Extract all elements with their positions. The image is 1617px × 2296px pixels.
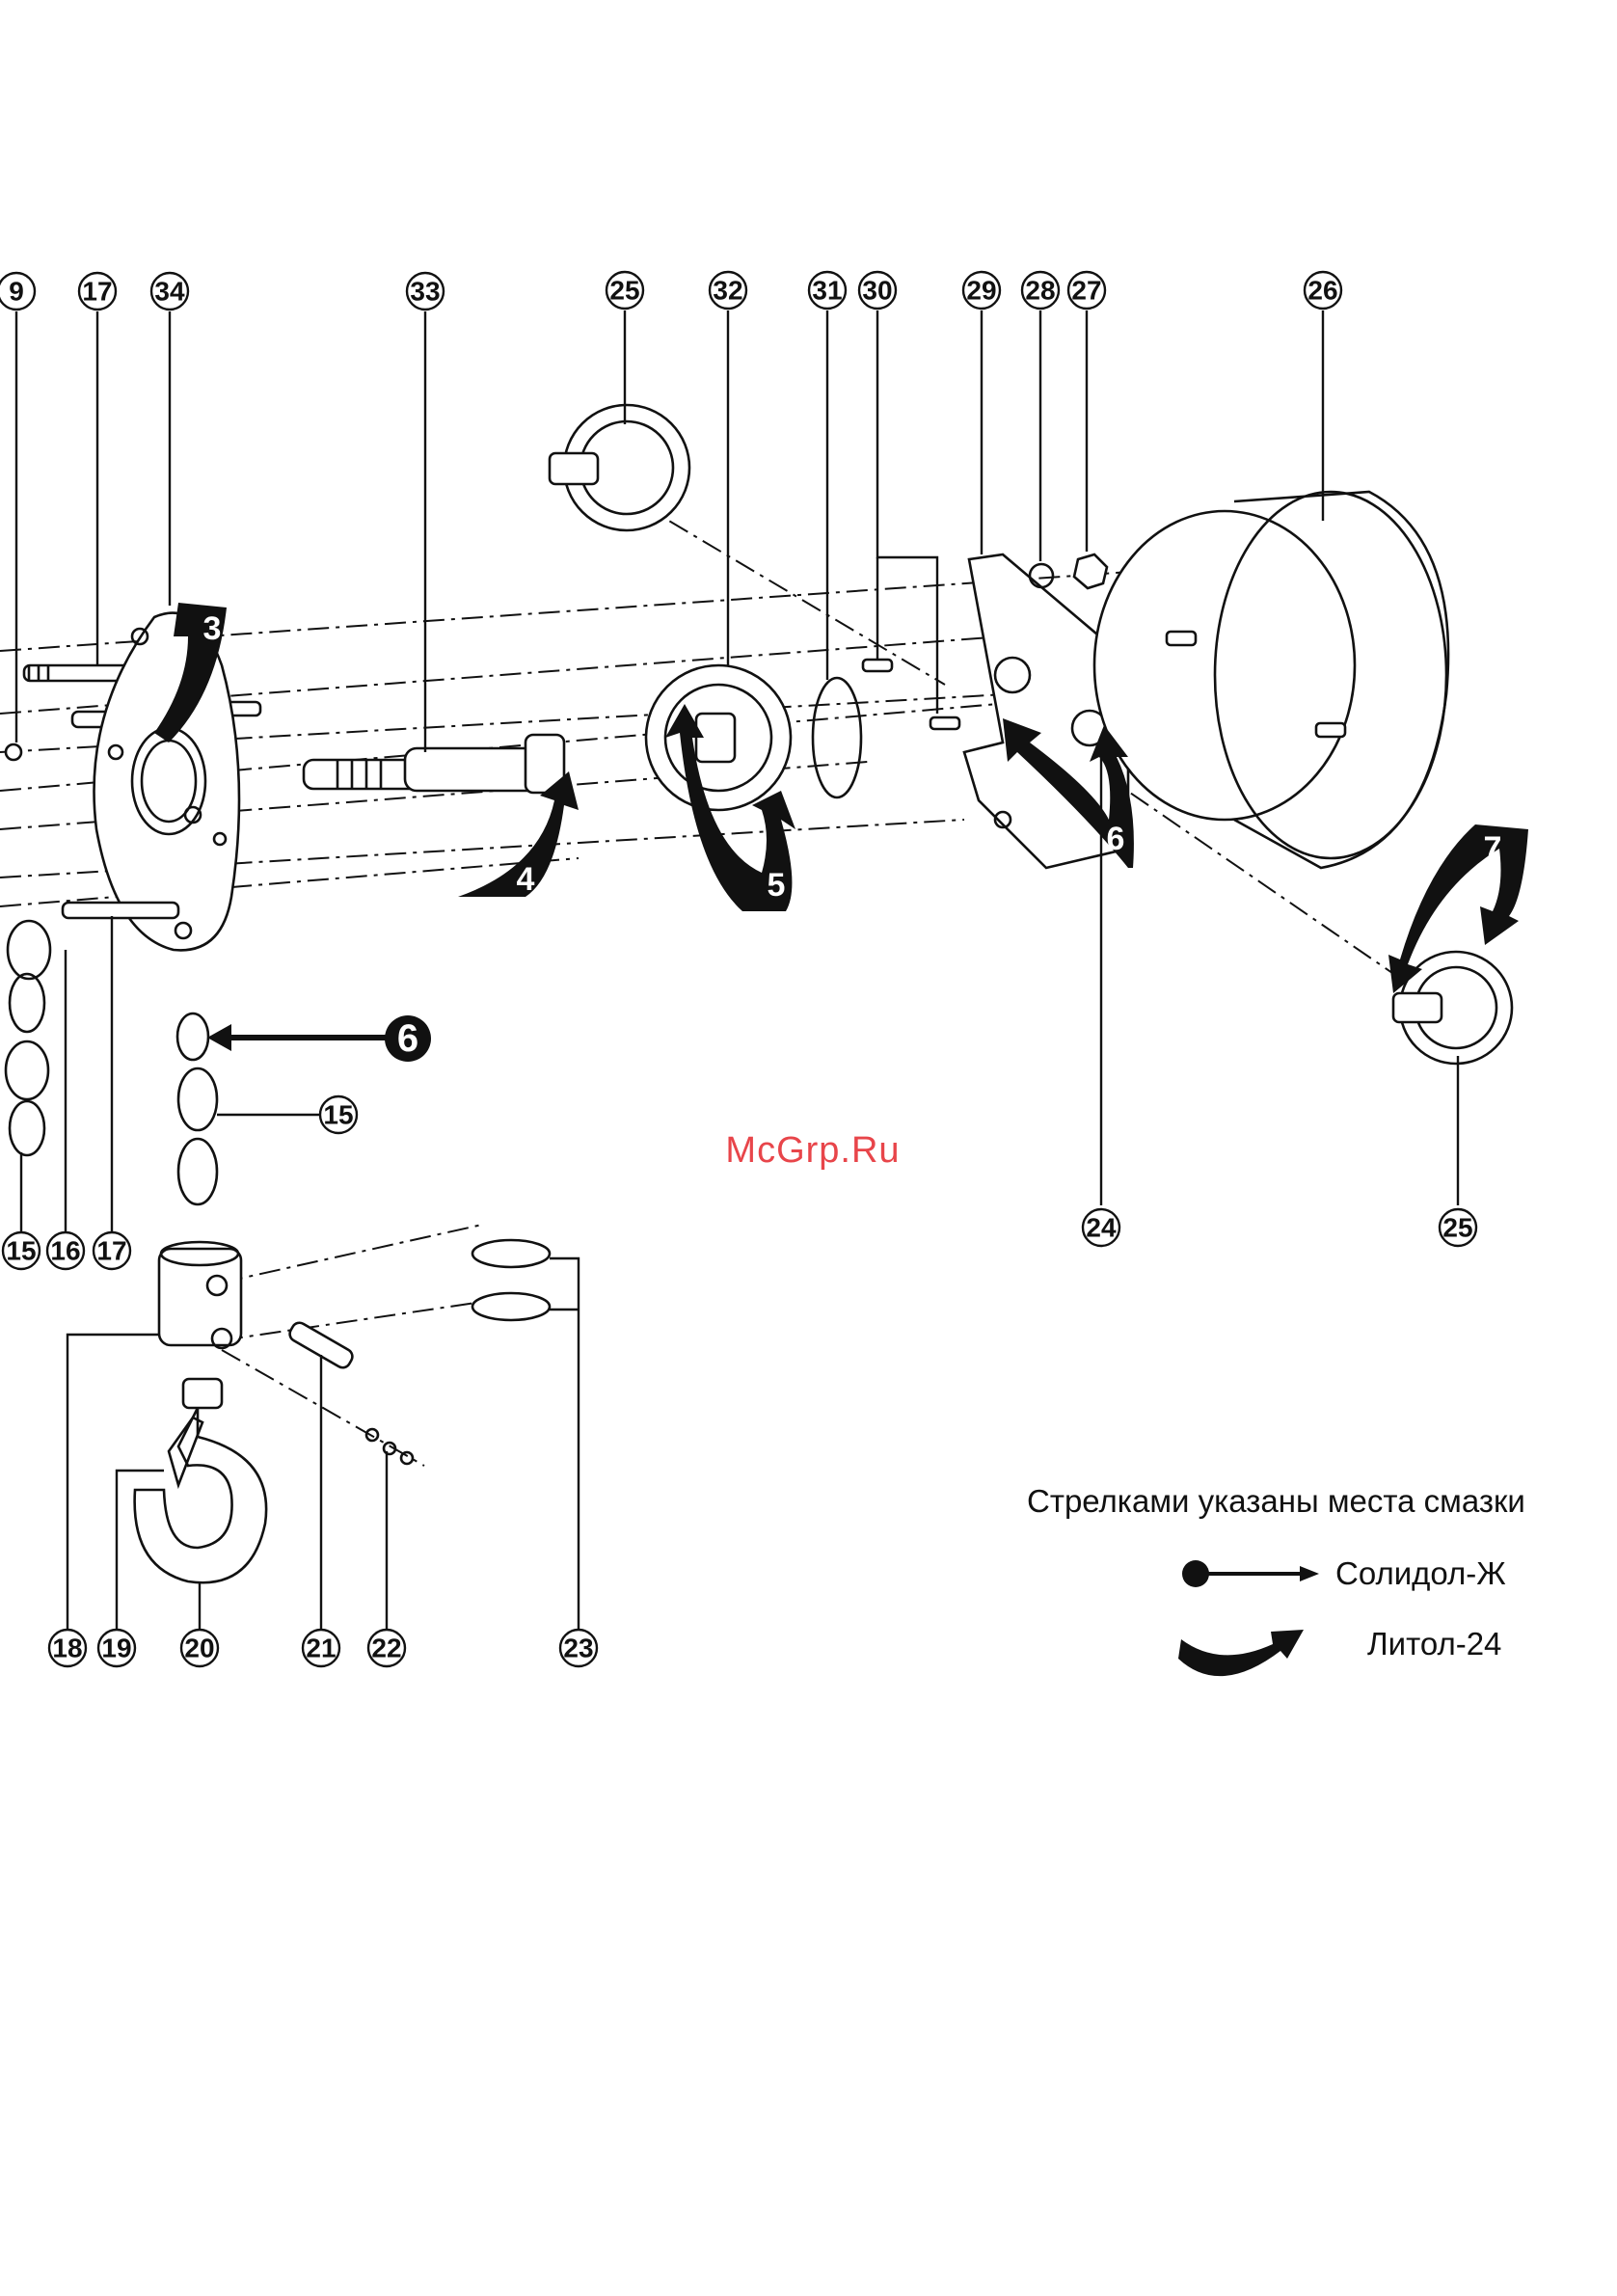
callout-15-mid: 15 <box>320 1096 357 1133</box>
watermark: McGrp.Ru <box>725 1130 900 1171</box>
callout-34: 34 <box>151 273 188 310</box>
callout-text: 24 <box>1086 1213 1117 1243</box>
curved-arrow-icon <box>1178 1630 1304 1676</box>
callout-24: 24 <box>1083 1209 1119 1246</box>
pin-30a <box>863 660 892 671</box>
lube-legend: Стрелками указаны места смазки Солидол-Ж… <box>1027 1483 1525 1676</box>
washer-28 <box>1030 564 1053 587</box>
callout-text: 9 <box>9 277 24 307</box>
callout-text: 25 <box>1442 1213 1472 1243</box>
callout-19: 19 <box>98 1630 135 1666</box>
callout-text: 28 <box>1025 276 1055 306</box>
callout-text: 19 <box>101 1634 131 1663</box>
gear-32 <box>646 665 791 810</box>
side-plate-34 <box>94 613 240 951</box>
callout-32: 32 <box>710 272 746 309</box>
legend-grease-litol: Литол-24 <box>1178 1626 1501 1676</box>
callout-text: 15 <box>323 1100 353 1130</box>
ring-9 <box>6 744 21 760</box>
legend-title: Стрелками указаны места смазки <box>1027 1483 1525 1519</box>
legend-grease-solid-label: Солидол-Ж <box>1335 1555 1506 1591</box>
callout-text: 27 <box>1071 276 1101 306</box>
callout-text: 32 <box>713 276 742 306</box>
bolt-17-lower <box>63 903 178 918</box>
callout-text: 25 <box>609 276 639 306</box>
callout-33: 33 <box>407 273 444 310</box>
callout-18: 18 <box>49 1630 86 1666</box>
callout-17-top: 17 <box>79 273 116 310</box>
callout-26: 26 <box>1305 272 1341 309</box>
callout-text: 26 <box>1307 276 1337 306</box>
callout-text: 18 <box>52 1634 82 1663</box>
callout-23: 23 <box>560 1630 597 1666</box>
callout-17-bottom: 17 <box>94 1232 130 1269</box>
drum-26 <box>1094 492 1448 868</box>
callout-text: 22 <box>371 1634 401 1663</box>
callout-31: 31 <box>809 272 846 309</box>
callout-text: 21 <box>306 1634 336 1663</box>
callout-22: 22 <box>368 1630 405 1666</box>
grease-dot-icon <box>1182 1560 1209 1587</box>
callout-text: 30 <box>862 276 892 306</box>
shaft-33 <box>304 735 564 793</box>
lube-number: 7 <box>1484 830 1502 867</box>
callout-9-top: 9 <box>0 273 35 310</box>
lube-number: 4 <box>517 861 535 898</box>
lube-number: 5 <box>768 867 786 904</box>
callout-27: 27 <box>1068 272 1105 309</box>
pin-30b <box>930 717 959 729</box>
arrow-right-icon <box>1300 1566 1319 1581</box>
callout-25-right: 25 <box>1440 1209 1476 1246</box>
callout-text: 20 <box>184 1634 214 1663</box>
snap-ring-31 <box>813 678 861 797</box>
callout-text: 29 <box>966 276 996 306</box>
parts-drawing <box>6 405 1512 1582</box>
chain-15-middle <box>177 1013 217 1204</box>
callout-text: 17 <box>96 1236 126 1266</box>
grease-point-b: 6 <box>207 1015 431 1062</box>
chain-15-left <box>6 921 50 1155</box>
hook-block-18 <box>159 1242 241 1348</box>
sprocket-25-top <box>550 405 689 530</box>
callout-20: 20 <box>181 1630 218 1666</box>
grease-number: 6 <box>397 1017 418 1060</box>
callout-29: 29 <box>963 272 1000 309</box>
callout-25-top: 25 <box>606 272 643 309</box>
callout-text: 33 <box>410 277 440 307</box>
callout-text: 16 <box>50 1236 80 1266</box>
callout-21: 21 <box>303 1630 339 1666</box>
nut-27 <box>1074 554 1107 588</box>
callout-text: 34 <box>154 277 185 307</box>
bushings-23 <box>472 1240 550 1320</box>
callout-text: 31 <box>812 276 842 306</box>
callout-30: 30 <box>859 272 896 309</box>
callout-16: 16 <box>47 1232 84 1269</box>
legend-grease-solid: Солидол-Ж <box>1182 1555 1506 1591</box>
callout-15-left: 15 <box>3 1232 40 1269</box>
leader-lines <box>16 311 1458 1633</box>
callout-text: 17 <box>82 277 112 307</box>
callout-28: 28 <box>1022 272 1059 309</box>
lube-number: 3 <box>203 610 222 647</box>
callout-text: 23 <box>563 1634 593 1663</box>
hook-20 <box>135 1379 266 1582</box>
callout-text: 15 <box>6 1236 36 1266</box>
legend-grease-litol-label: Литол-24 <box>1367 1626 1501 1661</box>
lube-number: 6 <box>1107 821 1125 857</box>
